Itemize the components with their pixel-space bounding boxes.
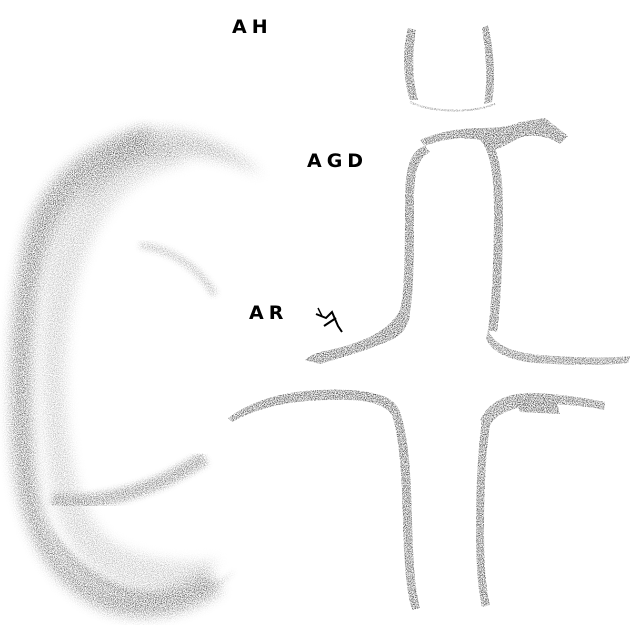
ligature-stroke-2 xyxy=(324,318,336,326)
vessel-ar-upper-left xyxy=(305,310,410,364)
vessel-ar-upper-right xyxy=(486,330,630,365)
ligature-mark xyxy=(316,308,342,332)
label-ar: AR xyxy=(249,304,288,323)
kidney-calyx-line xyxy=(140,245,215,295)
vessel-agd-left-wall xyxy=(400,146,430,312)
vessel-agd-right-wall xyxy=(480,138,503,332)
vessel-lower-right-wall xyxy=(476,420,490,607)
vessel-top-right-wall xyxy=(482,25,494,104)
vessel-top-rim xyxy=(410,102,495,111)
vessel-lower-left-wall xyxy=(392,412,420,610)
vessel-lower-left-curve xyxy=(228,390,400,422)
label-agd: AGD xyxy=(307,152,368,171)
kidney-body-shading xyxy=(42,140,221,590)
vessel-lower-right-block xyxy=(515,396,560,414)
label-ah: AH xyxy=(232,18,273,37)
kidney xyxy=(10,128,262,617)
vessel-top-left-wall xyxy=(404,28,418,100)
